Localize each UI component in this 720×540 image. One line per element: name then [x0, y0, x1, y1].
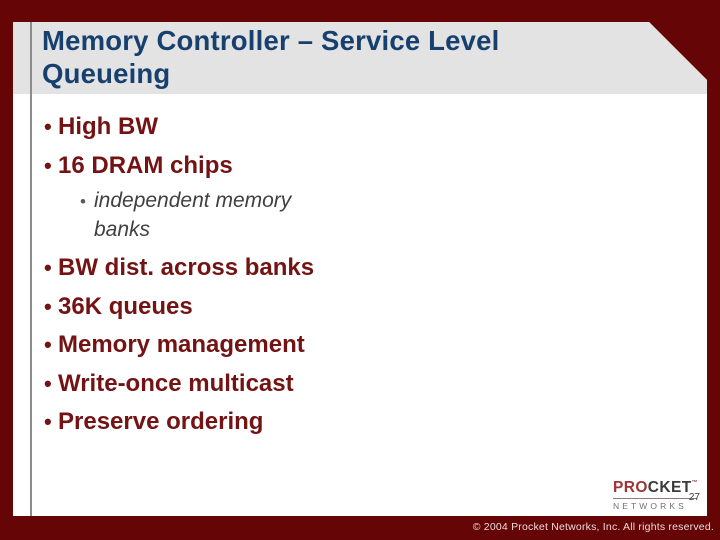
title-bar: [13, 22, 707, 94]
bullet-list: • High BW • 16 DRAM chips • independent …: [44, 108, 404, 442]
page-title-line1: Memory Controller – Service Level: [42, 25, 500, 56]
bullet-icon: •: [44, 255, 52, 280]
bullet-text: 36K queues: [58, 292, 193, 320]
bullet-text: High BW: [58, 113, 158, 140]
logo-wordmark: PROCKET™: [613, 480, 705, 496]
logo-text-red: PRO: [613, 479, 648, 496]
bullet-icon: •: [44, 409, 52, 434]
bullet-icon: •: [44, 152, 52, 178]
bullet-icon: •: [44, 293, 52, 319]
bullet-item: • 36K queues: [44, 288, 404, 327]
bullet-text: BW dist. across banks: [58, 254, 315, 281]
bullet-item: • Write-once multicast: [44, 365, 404, 404]
bullet-text: Write-once multicast: [58, 369, 294, 397]
page-title: Memory Controller – Service Level Queuei…: [42, 24, 662, 90]
bullet-item: • 16 DRAM chips: [44, 147, 404, 186]
page-number: 27: [688, 492, 700, 503]
bullet-icon: •: [44, 370, 52, 396]
bullet-item: • High BW: [44, 108, 404, 147]
bullet-icon: •: [44, 114, 52, 139]
bullet-item: • Preserve ordering: [44, 403, 404, 442]
bullet-icon: •: [80, 192, 86, 211]
logo-text-dark: CKET: [647, 479, 692, 496]
vertical-rule: [30, 22, 32, 516]
bullet-icon: •: [44, 332, 52, 357]
bullet-text: Memory management: [58, 331, 305, 358]
sub-bullet-text: independent memory banks: [94, 189, 292, 241]
logo-divider: [613, 497, 697, 499]
page-title-line2: Queueing: [42, 58, 171, 89]
bullet-text: 16 DRAM chips: [58, 151, 233, 179]
bullet-item: • BW dist. across banks: [44, 249, 404, 288]
bullet-text: Preserve ordering: [58, 408, 264, 435]
procket-logo: PROCKET™ NETWORKS: [613, 480, 705, 510]
trademark-symbol: ™: [691, 480, 698, 486]
sub-bullet-item: • independent memory banks: [80, 186, 322, 244]
logo-networks-label: NETWORKS: [613, 500, 687, 511]
bullet-item: • Memory management: [44, 326, 404, 365]
copyright-footer: © 2004 Procket Networks, Inc. All rights…: [472, 521, 714, 533]
content-panel: Memory Controller – Service Level Queuei…: [13, 22, 707, 516]
